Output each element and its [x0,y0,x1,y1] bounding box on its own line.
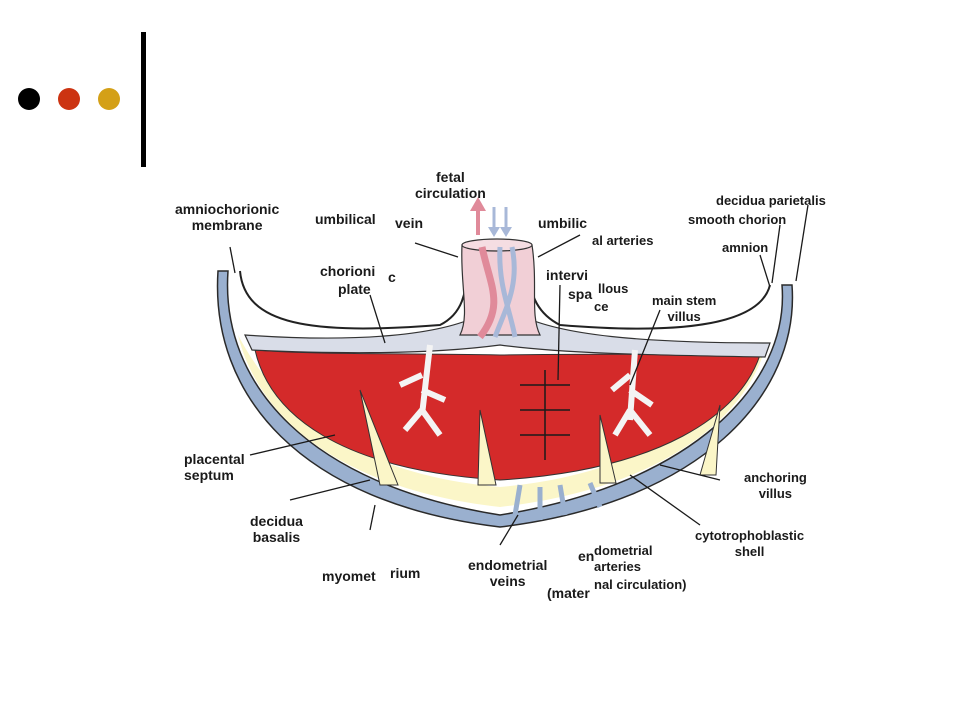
septum-1 [359,389,399,486]
septum-2 [477,409,497,486]
label-umbilical-arteries-a: umbilic [538,215,588,231]
label-placental-septum: placental septum [184,451,245,483]
label-nal-circulation: nal circulation) [594,577,687,592]
villus-tree-left [398,344,447,437]
placenta-illustration [216,197,809,546]
label-en: en [578,548,595,564]
label-main-stem-villus: main stem villus [652,293,717,324]
label-fetal-circulation: fetal circulation [415,169,486,201]
cord-top [461,238,533,252]
uterine-wall [216,270,794,528]
gold-dot [98,88,120,110]
umbilical-artery-vessel-2 [492,246,517,338]
label-amnion: amnion [722,240,769,255]
label-myomet: myomet [322,568,376,584]
black-dot [18,88,40,110]
septum-3 [599,414,617,484]
label-cytotrophoblastic-shell: cytotrophoblastic shell [695,528,805,559]
chorionic-plate [244,314,771,358]
bullet-dots [18,88,128,112]
label-chorionic-c: c [388,269,396,285]
placenta-diagram: fetal circulation amniochorionic membran… [160,169,840,605]
villus-tree-right [610,349,654,437]
label-intervillous-a: intervi [546,267,589,283]
label-decidua-parietalis: decidua parietalis [716,193,826,208]
label-endometrial-veins: endometrial veins [468,557,548,589]
umbilical-artery-vessel-1 [497,246,518,338]
endometrial-vessels [512,482,603,520]
label-smooth-chorion: smooth chorion [688,212,787,227]
umbilical-vein-vessel [477,246,498,340]
label-umbilical-arteries-b: al arteries [592,233,654,248]
label-chorionic-a: chorioni [320,263,376,279]
title-divider-bar [141,32,146,167]
label-villous-a: llous [598,281,629,296]
red-dot [58,88,80,110]
label-umbilical-vein-a: umbilical [315,211,376,227]
umbilical-cord [459,244,541,336]
label-umbilical-vein-b: vein [395,215,424,231]
decidua-basalis-zone [238,335,766,507]
label-endometrial-arteries: dometrial arteries [594,543,653,574]
septum-4 [699,404,721,476]
label-amniochorionic-membrane: amniochorionic membrane [175,201,280,233]
label-mater: (mater [547,585,590,601]
maternal-flow-arrows [520,370,570,460]
label-intervillous-b: spa [568,286,593,302]
label-anchoring-villus: anchoring villus [744,470,807,501]
label-rium: rium [390,565,421,581]
label-chorionic-plate: plate [338,281,371,297]
label-villous-b: ce [594,299,609,314]
label-decidua-basalis: decidua basalis [250,513,303,545]
